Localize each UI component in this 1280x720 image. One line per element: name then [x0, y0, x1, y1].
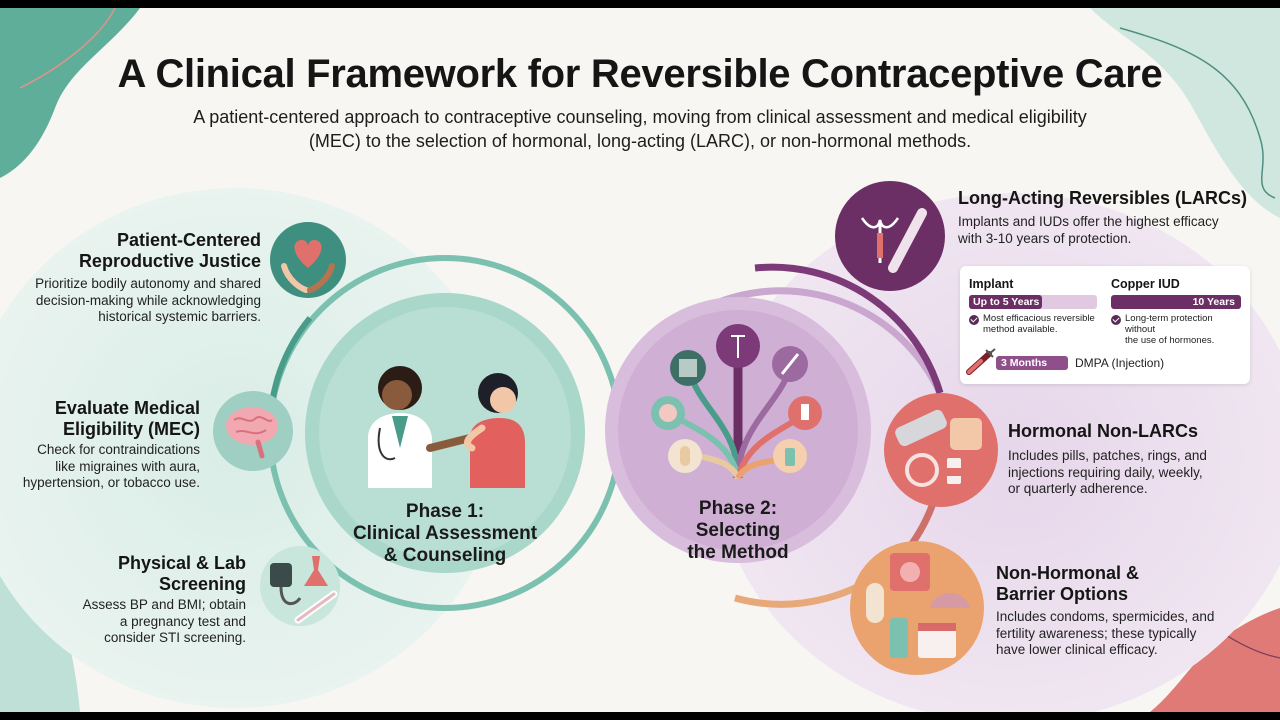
step-reproductive-justice-desc: Prioritize bodily autonomy and shared de… [35, 276, 261, 324]
copper-iud-label: Copper IUD [1111, 277, 1180, 291]
syringe-icon [966, 348, 996, 375]
implant-note: Most efficacious reversible method avail… [983, 313, 1095, 335]
phase-2-title-line: the Method [687, 542, 789, 563]
nonhormonal-desc: Includes condoms, spermicides, and ferti… [996, 609, 1215, 657]
phase-2-number: Phase 2: [698, 498, 778, 519]
phase-1-title-line: Clinical Assessment [352, 523, 538, 544]
larc-desc: Implants and IUDs offer the highest effi… [958, 214, 1219, 246]
phase-1-title-line: & Counseling [383, 545, 507, 566]
step-reproductive-justice-title: Patient-Centered Reproductive Justice [78, 230, 261, 271]
hormonal-desc: Includes pills, patches, rings, and inje… [1008, 448, 1207, 496]
phase-1-number: Phase 1: [405, 501, 485, 522]
page-subtitle: A patient-centered approach to contracep… [140, 105, 1140, 153]
infographic-canvas: A Clinical Framework for Reversible Cont… [0, 8, 1280, 712]
background-art [0, 8, 1280, 712]
dmpa-duration-bar: 3 Months [996, 356, 1068, 370]
pill-pack-icon [884, 393, 998, 507]
nonhormonal-title: Non-Hormonal & Barrier Options [996, 563, 1139, 604]
check-icon [969, 315, 979, 325]
implant-label: Implant [969, 277, 1014, 291]
hormonal-title: Hormonal Non-LARCs [1008, 421, 1198, 441]
dmpa-label: DMPA (Injection) [1075, 356, 1165, 370]
subtitle-line: (MEC) to the selection of hormonal, long… [308, 131, 972, 151]
implant-duration-bar: Up to 5 Years [969, 295, 1042, 309]
lab-screening-icon [260, 546, 340, 626]
brain-icon [213, 391, 293, 471]
phase-2-label: Phase 2: Selecting the Method [648, 498, 828, 564]
step-mec-desc: Check for contraindications like migrain… [22, 442, 200, 490]
doctor-patient-illustration [368, 366, 525, 488]
larc-title: Long-Acting Reversibles (LARCs) [958, 188, 1248, 208]
implant-duration-track: Up to 5 Years [969, 295, 1097, 309]
subtitle-line: A patient-centered approach to contracep… [193, 107, 1087, 127]
page-title: A Clinical Framework for Reversible Cont… [117, 52, 1163, 96]
step-lab-screening-desc: Assess BP and BMI; obtain a pregnancy te… [82, 597, 246, 645]
phase-2-title-line: Selecting [695, 520, 781, 541]
condom-diaphragm-icon [850, 541, 984, 675]
phase-1-label: Phase 1: Clinical Assessment & Counselin… [345, 501, 545, 567]
check-icon [1111, 315, 1121, 325]
step-lab-screening-title: Physical & Lab Screening [117, 553, 246, 594]
step-mec-title: Evaluate Medical Eligibility (MEC) [54, 398, 200, 439]
copper-iud-note: Long-term protection without the use of … [1125, 313, 1215, 346]
method-tree-illustration [651, 324, 822, 480]
larc-duration-card: Implant Copper IUD Up to 5 Years 10 Year… [960, 266, 1250, 384]
copper-iud-duration-bar: 10 Years [1111, 295, 1241, 309]
iud-implant-icon [835, 181, 945, 291]
heart-hands-icon [270, 222, 346, 298]
